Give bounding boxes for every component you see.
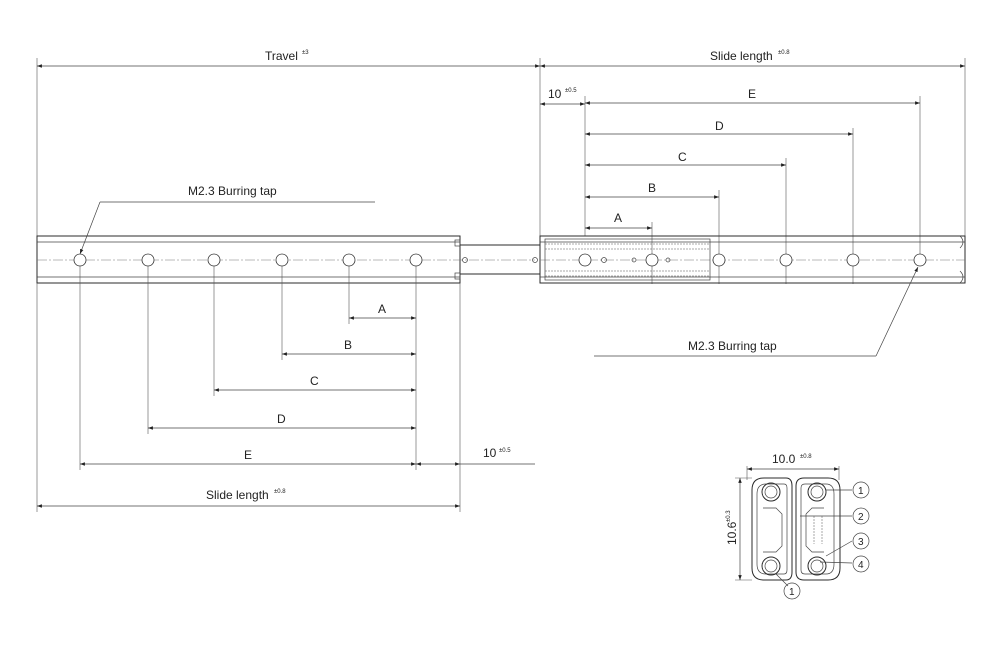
hole-left-1: [73, 253, 87, 267]
travel-tolerance: ±3: [302, 50, 309, 56]
middle-connector: [460, 244, 540, 275]
slide-length-top-tolerance: ±0.8: [778, 50, 790, 56]
hole-right-4: [779, 253, 793, 267]
hole-right-5: [846, 253, 860, 267]
hole-left-6: [409, 253, 423, 267]
dim-e-bottom-label: E: [244, 448, 252, 462]
offset-10-bottom-dimension: 10 ±0.5: [416, 283, 535, 512]
dim-a-bottom-label: A: [378, 302, 386, 316]
offset-10-top-dimension: 10 ±0.5: [540, 87, 586, 236]
offset-10-bottom-label: 10: [483, 446, 497, 460]
hole-left-3: [207, 253, 221, 267]
bottom-hole-dimensions: A B C D E: [79, 266, 417, 470]
burring-tap-left-callout: M2.3 Burring tap: [79, 184, 375, 255]
width-label: 10.0: [772, 452, 796, 466]
hole-right-1: [578, 253, 592, 267]
offset-10-top-label: 10: [548, 87, 562, 101]
callout-1-bottom-number: 1: [789, 587, 795, 598]
hole-right-3: [712, 253, 726, 267]
slide-length-top-label: Slide length: [710, 49, 773, 63]
dim-e-top-label: E: [748, 87, 756, 101]
width-tolerance: ±0.8: [800, 454, 812, 460]
hole-left-5: [342, 253, 356, 267]
offset-10-top-tolerance: ±0.5: [565, 88, 577, 94]
hole-left-2: [141, 253, 155, 267]
slide-length-bottom-label: Slide length: [206, 488, 269, 502]
callout-2-number: 2: [858, 512, 864, 523]
dim-d-bottom-label: D: [277, 412, 286, 426]
dim-c-top-label: C: [678, 150, 687, 164]
callout-3: 3: [852, 532, 870, 550]
height-tolerance: ±0.3: [726, 510, 732, 522]
travel-label: Travel: [265, 49, 298, 63]
callout-1-top: 1: [852, 481, 870, 499]
hole-right-2: [645, 253, 659, 267]
burring-tap-left-label: M2.3 Burring tap: [188, 184, 277, 198]
left-rail: [36, 235, 535, 284]
callout-1-top-number: 1: [858, 486, 864, 497]
travel-dimension: Travel ±3: [36, 49, 541, 236]
dim-d-top-label: D: [715, 119, 724, 133]
ball-retainer: [544, 238, 711, 281]
slide-length-bottom-tolerance: ±0.8: [274, 489, 286, 495]
cross-section-view: 10.0 ±0.8 10.6 ±0.3: [725, 452, 870, 600]
slide-length-bottom-dimension: Slide length ±0.8: [36, 283, 460, 512]
dim-b-bottom-label: B: [344, 338, 352, 352]
burring-tap-right-callout: M2.3 Burring tap: [594, 266, 919, 357]
callout-1-bottom: 1: [783, 582, 801, 600]
callout-2: 2: [852, 507, 870, 525]
burring-tap-right-label: M2.3 Burring tap: [688, 339, 777, 353]
dim-c-bottom-label: C: [310, 374, 319, 388]
callout-4-number: 4: [858, 560, 864, 571]
callout-4: 4: [852, 555, 870, 573]
height-label: 10.6: [725, 521, 739, 545]
top-hole-dimensions: E D C B A: [585, 87, 921, 284]
slide-length-top-dimension: Slide length ±0.8: [540, 49, 966, 236]
hole-right-6: [913, 253, 927, 267]
hole-left-4: [275, 253, 289, 267]
dim-b-top-label: B: [648, 181, 656, 195]
offset-10-bottom-tolerance: ±0.5: [499, 448, 511, 454]
callout-3-number: 3: [858, 537, 864, 548]
right-rail: [539, 235, 966, 284]
dim-a-top-label: A: [614, 211, 622, 225]
